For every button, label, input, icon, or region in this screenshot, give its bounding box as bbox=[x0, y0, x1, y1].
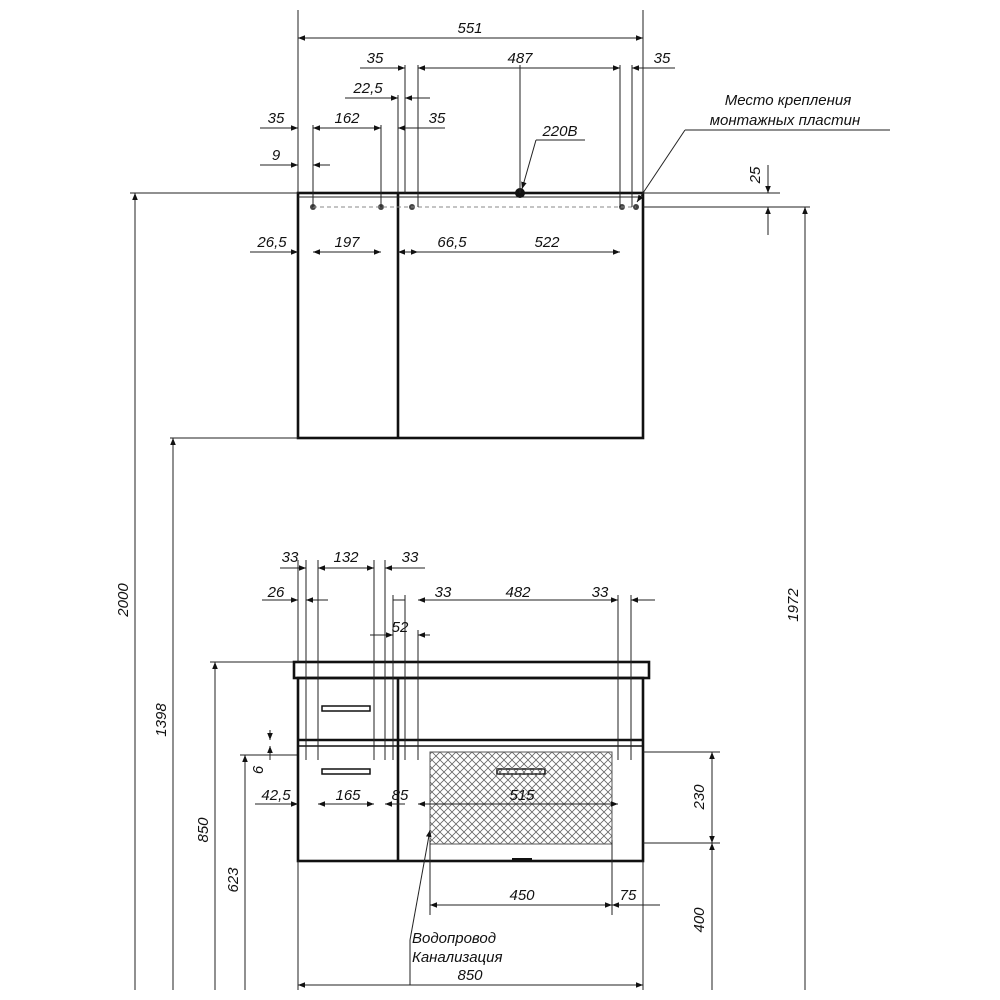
dim-b-52: 52 bbox=[392, 619, 409, 636]
dim-623: 623 bbox=[225, 867, 242, 893]
label-220v: 220В bbox=[541, 123, 577, 140]
plumbing-zone bbox=[429, 751, 613, 845]
dim-850-height: 850 bbox=[195, 817, 212, 843]
lower-dimension-lines bbox=[255, 565, 715, 990]
dim-26-5: 26,5 bbox=[256, 234, 287, 251]
dim-b-75: 75 bbox=[620, 887, 637, 904]
dim-2000: 2000 bbox=[115, 583, 132, 618]
dim-66-5: 66,5 bbox=[437, 234, 467, 251]
label-sewer: Канализация bbox=[412, 949, 503, 966]
dim-b-42-5: 42,5 bbox=[261, 787, 291, 804]
dim-1972: 1972 bbox=[785, 588, 802, 622]
dim-9: 9 bbox=[272, 147, 281, 164]
dim-b-26: 26 bbox=[267, 584, 285, 601]
dim-551: 551 bbox=[457, 20, 482, 37]
label-mount-line1: Место крепления bbox=[725, 92, 851, 109]
overall-height-lines bbox=[132, 193, 808, 990]
dim-b-33-left: 33 bbox=[282, 549, 299, 566]
dim-b-230: 230 bbox=[691, 784, 708, 811]
dim-35-mid: 35 bbox=[429, 110, 446, 127]
dim-b-400: 400 bbox=[691, 907, 708, 933]
dim-b-165: 165 bbox=[335, 787, 361, 804]
dim-b-33-right-b: 33 bbox=[592, 584, 609, 601]
dim-b-450: 450 bbox=[509, 887, 535, 904]
dim-b-85: 85 bbox=[392, 787, 409, 804]
dim-25: 25 bbox=[747, 166, 764, 184]
dim-b-132: 132 bbox=[333, 549, 359, 566]
dim-35-top-right: 35 bbox=[654, 50, 671, 67]
dim-487: 487 bbox=[507, 50, 533, 67]
dim-b-850-width: 850 bbox=[457, 967, 483, 984]
dim-b-482: 482 bbox=[505, 584, 531, 601]
upper-dimension-lines bbox=[250, 35, 890, 255]
drawer-handle-bottom bbox=[321, 768, 371, 775]
dim-22-5: 22,5 bbox=[352, 80, 383, 97]
upper-extension-lines bbox=[130, 10, 810, 439]
dim-35-left: 35 bbox=[268, 110, 285, 127]
label-mount-line2: монтажных пластин bbox=[710, 112, 860, 129]
dim-b-6: 6 bbox=[250, 765, 267, 774]
dim-1398: 1398 bbox=[153, 703, 170, 737]
dim-35-top-left: 35 bbox=[367, 50, 384, 67]
dim-b-33-mid: 33 bbox=[402, 549, 419, 566]
label-water: Водопровод bbox=[412, 930, 496, 947]
dim-197: 197 bbox=[334, 234, 360, 251]
dim-522: 522 bbox=[534, 234, 560, 251]
drawer-handle-top bbox=[321, 705, 371, 712]
dim-b-515: 515 bbox=[509, 787, 535, 804]
upper-cabinet bbox=[296, 188, 645, 440]
lower-extension-lines bbox=[297, 560, 720, 990]
dim-162: 162 bbox=[334, 110, 360, 127]
dim-b-33-right-a: 33 bbox=[435, 584, 452, 601]
lower-cabinet bbox=[292, 660, 651, 863]
